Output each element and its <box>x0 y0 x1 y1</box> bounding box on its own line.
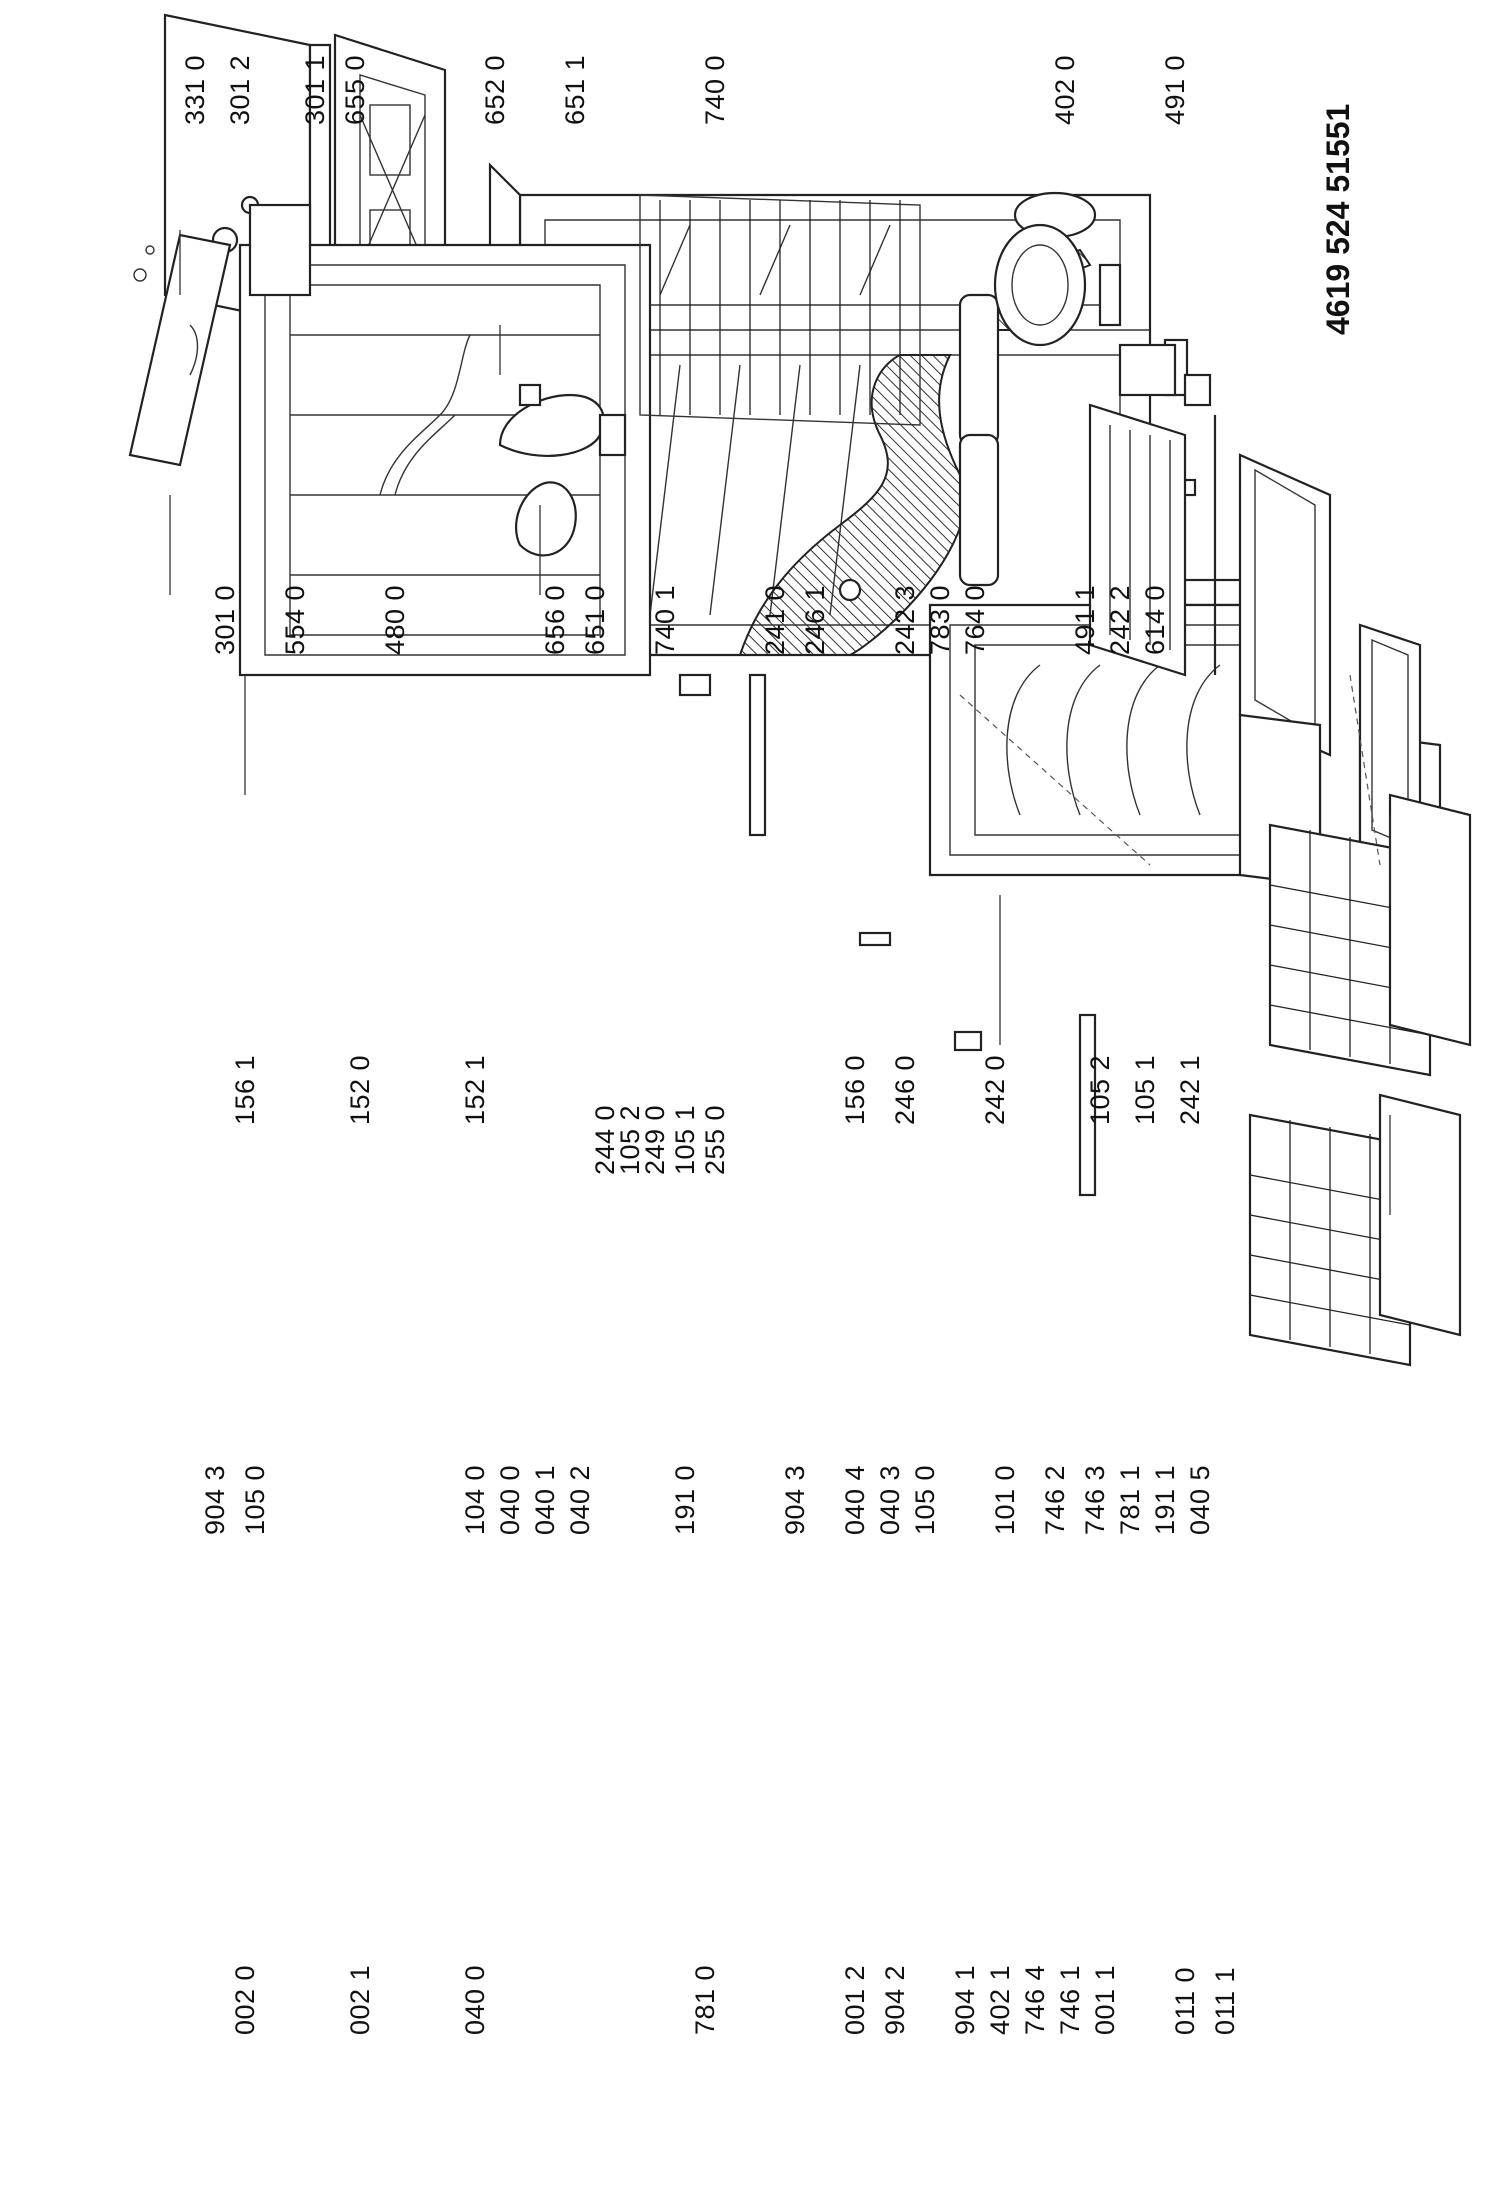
part-label: 740 1 <box>650 584 680 655</box>
part-label: 746 4 <box>1020 1964 1050 2035</box>
part-label: 781 0 <box>690 1964 720 2035</box>
part-label: 331 0 <box>180 54 210 125</box>
part-label: 746 1 <box>1055 1964 1085 2035</box>
part-label: 655 0 <box>340 54 370 125</box>
part-label: 402 0 <box>1050 54 1080 125</box>
part-label: 746 2 <box>1040 1464 1070 1535</box>
part-label: 255 0 <box>700 1104 730 1175</box>
part-label: 001 1 <box>1090 1964 1120 2035</box>
part-label: 002 0 <box>230 1964 260 2035</box>
part-label: 242 2 <box>1105 584 1135 655</box>
part-label: 651 1 <box>560 54 590 125</box>
part-label: 104 0 <box>460 1464 490 1535</box>
wiring-480-0 <box>379 334 471 496</box>
part-label: 001 2 <box>840 1964 870 2035</box>
part-label: 105 1 <box>1130 1054 1160 1125</box>
part-label: 040 0 <box>460 1964 490 2035</box>
part-label: 480 0 <box>380 584 410 655</box>
part-label: 241 0 <box>760 584 790 655</box>
part-label: 152 0 <box>345 1054 375 1125</box>
freezer-door-101-0 <box>838 578 1322 947</box>
part-label: 040 1 <box>530 1464 560 1535</box>
part-label: 242 3 <box>890 584 920 655</box>
relay-614-0 <box>1118 343 1212 407</box>
part-label: 246 0 <box>890 1054 920 1125</box>
part-label: 249 0 <box>640 1104 670 1175</box>
part-label: 746 3 <box>1080 1464 1110 1535</box>
part-label: 246 1 <box>800 584 830 655</box>
part-label: 764 0 <box>960 584 990 655</box>
part-label: 614 0 <box>1140 584 1170 655</box>
part-label: 040 2 <box>565 1464 595 1535</box>
part-label: 554 0 <box>280 584 310 655</box>
part-label: 156 1 <box>230 1054 260 1125</box>
part-label: 491 0 <box>1160 54 1190 125</box>
part-label: 191 0 <box>670 1464 700 1535</box>
part-label: 011 1 <box>1210 1966 1240 2035</box>
part-label: 040 0 <box>495 1464 525 1535</box>
part-label: 491 1 <box>1070 584 1100 655</box>
part-label: 242 0 <box>980 1054 1010 1125</box>
part-label: 904 3 <box>200 1464 230 1535</box>
part-label: 105 0 <box>910 1464 940 1535</box>
part-label: 040 3 <box>875 1464 905 1535</box>
part-label: 191 1 <box>1150 1464 1180 1535</box>
part-label: 002 1 <box>345 1964 375 2035</box>
part-label: 781 1 <box>1115 1464 1145 1535</box>
condenser-740-0 <box>639 194 921 426</box>
compressor-402-0 <box>993 223 1122 347</box>
part-label: 105 0 <box>240 1464 270 1535</box>
door-shelves <box>958 191 1097 587</box>
part-label: 651 0 <box>580 584 610 655</box>
part-label: 101 0 <box>990 1464 1020 1535</box>
part-label: 040 4 <box>840 1464 870 1535</box>
part-label: 152 1 <box>460 1054 490 1125</box>
part-label: 783 0 <box>925 584 955 655</box>
part-label: 904 1 <box>950 1964 980 2035</box>
basket-front-242-2 <box>1378 1093 1462 1337</box>
document-number: 4619 524 51551 <box>1320 103 1356 335</box>
part-label: 301 2 <box>225 54 255 125</box>
part-label: 740 0 <box>700 54 730 125</box>
part-label: 011 0 <box>1170 1966 1200 2035</box>
part-label: 156 0 <box>840 1054 870 1125</box>
part-label: 904 2 <box>880 1964 910 2035</box>
part-label: 402 1 <box>985 1964 1015 2035</box>
fridge-door-104-0 <box>211 195 652 677</box>
part-label: 105 2 <box>1085 1054 1115 1125</box>
glass-shelf-244-0 <box>1088 403 1187 677</box>
part-label: 301 1 <box>300 54 330 125</box>
part-label: 301 0 <box>210 584 240 655</box>
door-gaskets <box>678 673 1097 1197</box>
part-label: 105 1 <box>670 1104 700 1175</box>
part-label: 904 3 <box>780 1464 810 1535</box>
lamp-assembly <box>498 383 627 557</box>
control-panel-301-0 <box>128 203 312 467</box>
part-label: 040 5 <box>1185 1464 1215 1535</box>
part-label: 242 1 <box>1175 1054 1205 1125</box>
part-label: 652 0 <box>480 54 510 125</box>
part-label: 656 0 <box>540 584 570 655</box>
